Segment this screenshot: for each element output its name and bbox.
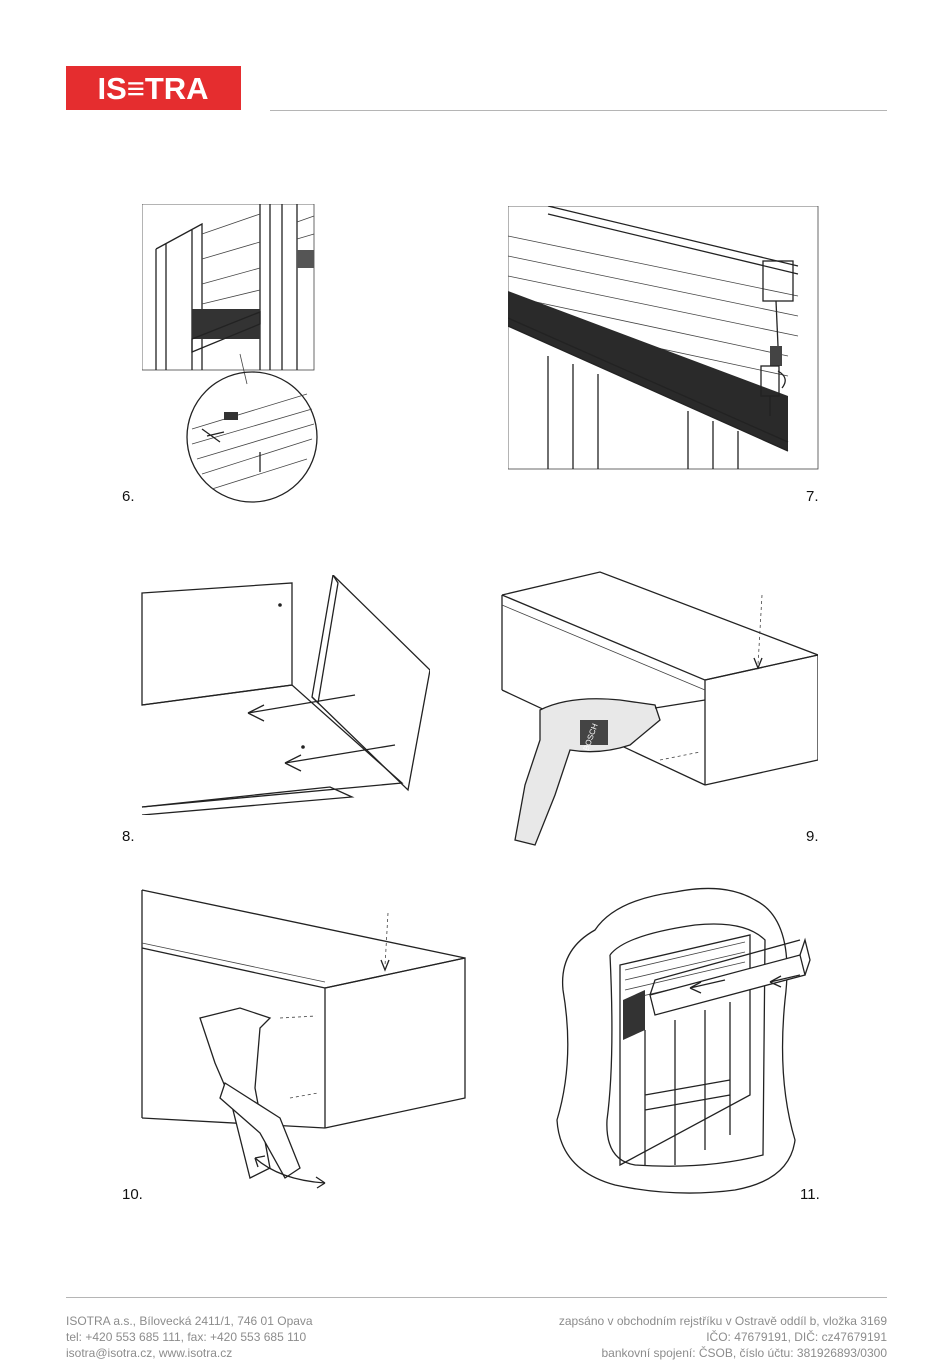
registry-info: zapsáno v obchodním rejstříku v Ostravě … bbox=[559, 1313, 887, 1329]
bank-info: bankovní spojení: ČSOB, číslo účtu: 3819… bbox=[559, 1345, 887, 1361]
figure-10-illustration bbox=[140, 888, 470, 1204]
company-address: ISOTRA a.s., Bílovecká 2411/1, 746 01 Op… bbox=[66, 1313, 313, 1329]
company-phone: tel: +420 553 685 111, fax: +420 553 685… bbox=[66, 1329, 313, 1345]
figure-6-caption: 6. bbox=[122, 488, 135, 505]
header-divider bbox=[270, 110, 887, 111]
isotra-logo: IS≡TRA bbox=[66, 66, 241, 110]
figure-8-illustration bbox=[140, 575, 430, 815]
figure-7-illustration bbox=[508, 206, 820, 472]
figure-11-illustration bbox=[555, 880, 815, 1198]
figure-9-caption: 9. bbox=[806, 828, 819, 845]
figure-11-caption: 11. bbox=[800, 1186, 820, 1203]
figure-8-caption: 8. bbox=[122, 828, 135, 845]
company-contact: ISOTRA a.s., Bílovecká 2411/1, 746 01 Op… bbox=[66, 1313, 313, 1361]
figure-6-illustration bbox=[142, 204, 322, 504]
figure-7-caption: 7. bbox=[806, 488, 819, 505]
footer-divider bbox=[66, 1297, 887, 1298]
figure-10-caption: 10. bbox=[122, 1186, 143, 1203]
company-registration: zapsáno v obchodním rejstříku v Ostravě … bbox=[559, 1313, 887, 1361]
logo-text: IS≡TRA bbox=[97, 71, 208, 106]
company-email-web: isotra@isotra.cz, www.isotra.cz bbox=[66, 1345, 313, 1361]
tax-ids: IČO: 47679191, DIČ: cz47679191 bbox=[559, 1329, 887, 1345]
figure-9-illustration: BOSCH bbox=[500, 570, 818, 850]
